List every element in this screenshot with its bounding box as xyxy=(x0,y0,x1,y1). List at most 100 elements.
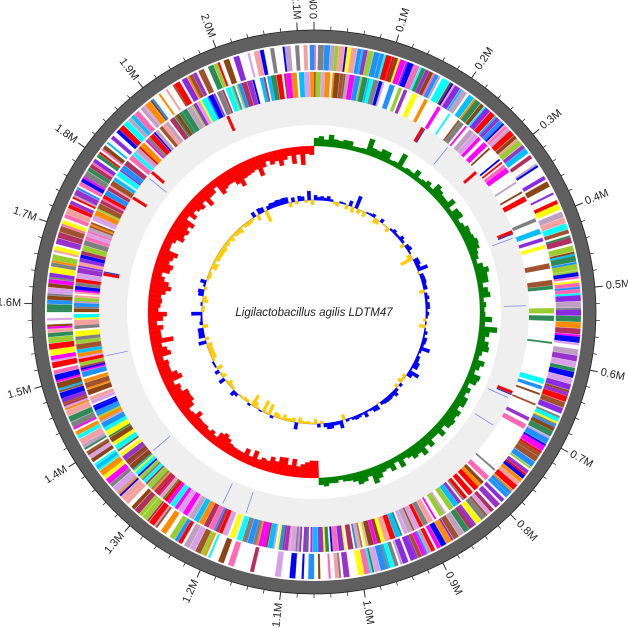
gene-feature xyxy=(97,454,120,471)
gene-feature xyxy=(123,120,146,143)
gene-feature xyxy=(82,432,106,449)
minor-tick xyxy=(581,220,586,223)
gene-feature xyxy=(469,495,488,517)
gc-content-bar-low xyxy=(276,456,285,475)
gene-feature xyxy=(183,523,201,549)
gene-feature xyxy=(534,407,560,422)
minor-tick xyxy=(581,401,586,404)
gene-feature xyxy=(47,287,74,296)
gene-feature xyxy=(204,532,217,557)
gene-feature xyxy=(48,278,75,286)
gene-feature xyxy=(418,71,434,96)
gene-feature xyxy=(524,263,551,274)
gene-feature xyxy=(368,51,380,78)
tick-label: 0.8M xyxy=(514,518,540,544)
gc-skew-bar-positive xyxy=(425,305,431,309)
gene-feature xyxy=(528,308,555,314)
gene-feature xyxy=(554,288,581,295)
gc-skew-bar-positive xyxy=(425,308,428,313)
gc-skew-bar-negative xyxy=(294,200,299,205)
gc-skew-bar-positive xyxy=(425,321,427,326)
gene-feature xyxy=(108,422,131,438)
gene-feature xyxy=(446,88,463,111)
gc-skew-bar-negative xyxy=(273,411,279,418)
gc-content-bar-high xyxy=(479,306,485,313)
minor-tick xyxy=(63,173,68,177)
gene-feature xyxy=(366,547,375,573)
rrna-marker xyxy=(103,272,120,279)
gene-feature xyxy=(88,441,112,459)
gene-feature xyxy=(303,44,309,71)
gene-feature xyxy=(340,73,346,100)
minor-tick xyxy=(214,576,217,581)
trna-marker xyxy=(503,305,526,307)
gene-feature xyxy=(417,529,432,554)
gene-feature xyxy=(381,543,391,569)
gene-feature xyxy=(67,204,93,218)
minor-tick xyxy=(183,57,186,62)
gene-feature xyxy=(46,309,73,313)
gene-feature xyxy=(555,321,581,329)
gene-feature xyxy=(505,148,529,168)
feature-ring-inner xyxy=(73,71,555,553)
gene-feature xyxy=(178,520,195,545)
gene-feature xyxy=(340,551,350,578)
gene-feature xyxy=(131,488,152,510)
gene-feature xyxy=(384,56,395,82)
gene-feature xyxy=(317,553,321,580)
gc-skew-bar-positive xyxy=(200,302,203,306)
gene-feature xyxy=(430,77,445,101)
gene-feature xyxy=(434,519,452,544)
gc-content-bar-low xyxy=(267,151,276,166)
gc-skew-bar-positive xyxy=(339,420,345,429)
minor-tick xyxy=(568,188,573,192)
gc-skew-bar-positive xyxy=(246,402,251,407)
gene-feature xyxy=(441,85,461,110)
gc-skew-bar-positive xyxy=(398,382,404,388)
gene-feature xyxy=(483,481,505,503)
gene-feature xyxy=(421,496,437,520)
gc-skew-bar-negative xyxy=(393,382,399,388)
tick-label: 1.3M xyxy=(102,530,127,556)
gene-feature xyxy=(524,426,550,444)
gc-content-bar-low xyxy=(171,388,190,402)
trna-marker xyxy=(415,128,426,143)
gene-feature xyxy=(155,506,172,529)
gene-feature xyxy=(84,435,107,450)
gene-feature xyxy=(78,265,104,272)
gc-content-bar-low xyxy=(176,395,195,410)
gene-feature xyxy=(392,540,403,565)
gene-feature xyxy=(83,171,109,190)
gene-feature xyxy=(532,414,556,428)
major-tick xyxy=(532,128,540,135)
gene-feature xyxy=(530,416,555,432)
gc-content-bar-low xyxy=(212,177,228,195)
gc-content-bar-low xyxy=(294,146,301,155)
gene-feature xyxy=(387,541,399,567)
gene-feature xyxy=(445,511,465,537)
gene-feature xyxy=(336,46,345,72)
gc-skew-bar-negative xyxy=(371,217,378,224)
gene-feature xyxy=(218,537,233,564)
gene-feature xyxy=(509,452,532,469)
gc-content-bar-low xyxy=(148,320,158,327)
gene-feature xyxy=(397,61,409,86)
gene-feature xyxy=(333,552,340,579)
gene-feature xyxy=(478,485,501,508)
gene-feature xyxy=(89,163,113,181)
gc-skew-bar-negative xyxy=(209,350,216,356)
gene-feature xyxy=(75,334,101,341)
gene-feature xyxy=(289,552,298,579)
gc-content-bar-high xyxy=(479,311,486,318)
gene-feature xyxy=(553,340,580,346)
gene-feature xyxy=(269,47,278,74)
gc-content-bar-low xyxy=(304,462,310,479)
gene-feature xyxy=(481,161,503,179)
gene-feature xyxy=(470,147,491,167)
gene-feature xyxy=(301,553,305,579)
gc-skew-bar-negative xyxy=(202,295,208,300)
gene-feature xyxy=(50,351,77,361)
gc-content-bar-high xyxy=(479,297,484,303)
gc-skew-bar-positive xyxy=(425,301,430,306)
gene-feature xyxy=(362,50,374,77)
